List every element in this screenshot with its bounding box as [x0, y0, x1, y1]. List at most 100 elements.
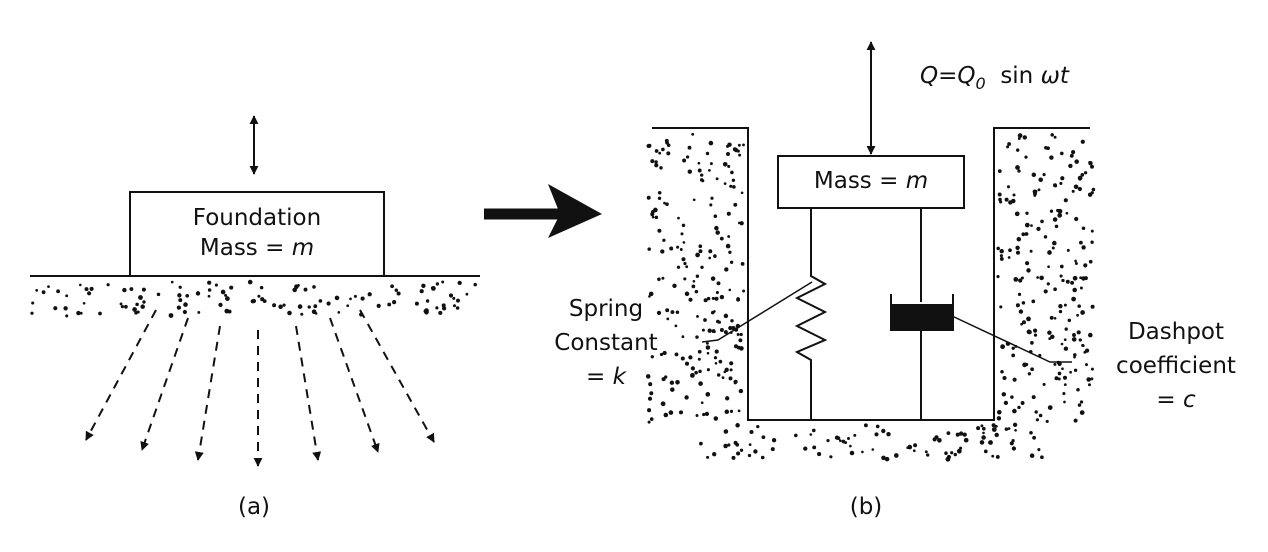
soil-dot	[650, 159, 655, 164]
soil-dot	[227, 309, 232, 314]
soil-dot	[1083, 171, 1088, 175]
soil-dot	[1080, 139, 1085, 144]
soil-dot	[944, 451, 948, 455]
wave-line	[194, 325, 221, 461]
soil-dot	[465, 292, 469, 296]
soil-dot	[1083, 350, 1087, 354]
soil-dot	[668, 410, 674, 415]
soil-dot	[1071, 296, 1076, 302]
soil-dot	[661, 147, 665, 152]
soil-dot	[1062, 392, 1066, 396]
soil-dot	[771, 438, 777, 443]
soil-dot	[708, 256, 712, 260]
soil-dot	[660, 401, 666, 407]
soil-dot	[1079, 410, 1085, 415]
soil-dot	[719, 294, 725, 300]
soil-dot	[991, 423, 996, 428]
dashpot	[890, 208, 954, 420]
soil-dot	[716, 281, 721, 286]
soil-dot	[697, 161, 701, 165]
soil-dot	[988, 441, 991, 445]
soil-dot	[722, 161, 728, 167]
soil-dot	[853, 433, 857, 437]
soil-dot	[982, 431, 985, 435]
soil-dot	[346, 304, 350, 308]
soil-dot	[648, 295, 651, 298]
soil-dot	[1034, 410, 1038, 414]
soil-dot	[170, 280, 174, 284]
soil-dot	[1071, 150, 1076, 155]
soil-dot	[740, 191, 744, 195]
soil-dot	[1011, 353, 1016, 358]
soil-dot	[706, 368, 710, 372]
soil-dot	[1076, 313, 1080, 317]
soil-dot	[706, 455, 710, 459]
soil-dot	[1072, 333, 1076, 337]
soil-dot	[698, 249, 703, 254]
spring-leader-line	[701, 281, 813, 343]
soil-dot	[714, 225, 719, 231]
soil-dot	[955, 432, 960, 437]
soil-dot	[1015, 148, 1020, 152]
soil-dot	[1063, 346, 1069, 351]
soil-dot	[730, 170, 734, 175]
soil-dot	[1047, 405, 1053, 410]
soil-dot	[742, 143, 745, 147]
soil-dot	[737, 143, 741, 147]
soil-dot	[657, 191, 662, 195]
soil-dot	[120, 304, 125, 309]
soil-dot	[247, 279, 253, 285]
soil-dot	[214, 283, 218, 287]
soil-dot	[435, 282, 440, 286]
soil-dot	[654, 160, 658, 164]
soil-dot	[736, 149, 740, 153]
soil-dot	[1072, 275, 1078, 281]
soil-dot	[725, 243, 731, 249]
soil-dot	[1053, 362, 1057, 366]
soil-dot	[1072, 287, 1077, 293]
soil-dot	[1014, 211, 1020, 217]
soil-dot	[709, 162, 713, 166]
soil-dot	[706, 296, 711, 301]
soil-dot	[727, 142, 732, 147]
soil-dot	[924, 450, 928, 454]
soil-dot	[1091, 187, 1096, 192]
soil-dot	[1049, 315, 1054, 320]
soil-dot	[390, 284, 394, 289]
soil-dot	[756, 424, 760, 429]
soil-dot	[1018, 278, 1023, 283]
soil-dot	[701, 328, 705, 332]
stress-waves	[85, 309, 435, 467]
soil-dot	[1012, 193, 1016, 197]
soil-dot	[699, 178, 704, 182]
soil-dot	[360, 296, 365, 301]
soil-dot	[1073, 368, 1078, 373]
soil-dot	[30, 311, 34, 315]
soil-dot	[1037, 188, 1041, 192]
soil-dot	[1044, 145, 1048, 150]
soil-dot	[730, 319, 734, 323]
soil-dot	[716, 373, 721, 377]
soil-dot	[729, 361, 734, 366]
soil-dot	[1031, 395, 1036, 400]
soil-dot	[1054, 224, 1059, 229]
soil-dot	[713, 214, 718, 218]
soil-dot	[660, 249, 665, 254]
soil-dot	[1063, 338, 1067, 342]
soil-dot	[881, 428, 886, 434]
soil-dot	[997, 192, 1002, 197]
soil-dot	[292, 287, 297, 293]
soil-dot	[713, 416, 719, 421]
soil-dot	[1017, 292, 1022, 297]
soil-dot	[733, 379, 738, 384]
soil-dot	[715, 290, 719, 295]
soil-dot	[849, 450, 855, 456]
soil-dot	[135, 302, 139, 307]
soil-dot	[1056, 208, 1060, 213]
soil-dot	[195, 291, 201, 296]
soil-dot	[1063, 303, 1067, 307]
wave-line	[329, 317, 380, 453]
soil-dot	[1020, 401, 1025, 405]
soil-dot	[657, 228, 662, 233]
soil-dot	[326, 301, 331, 306]
